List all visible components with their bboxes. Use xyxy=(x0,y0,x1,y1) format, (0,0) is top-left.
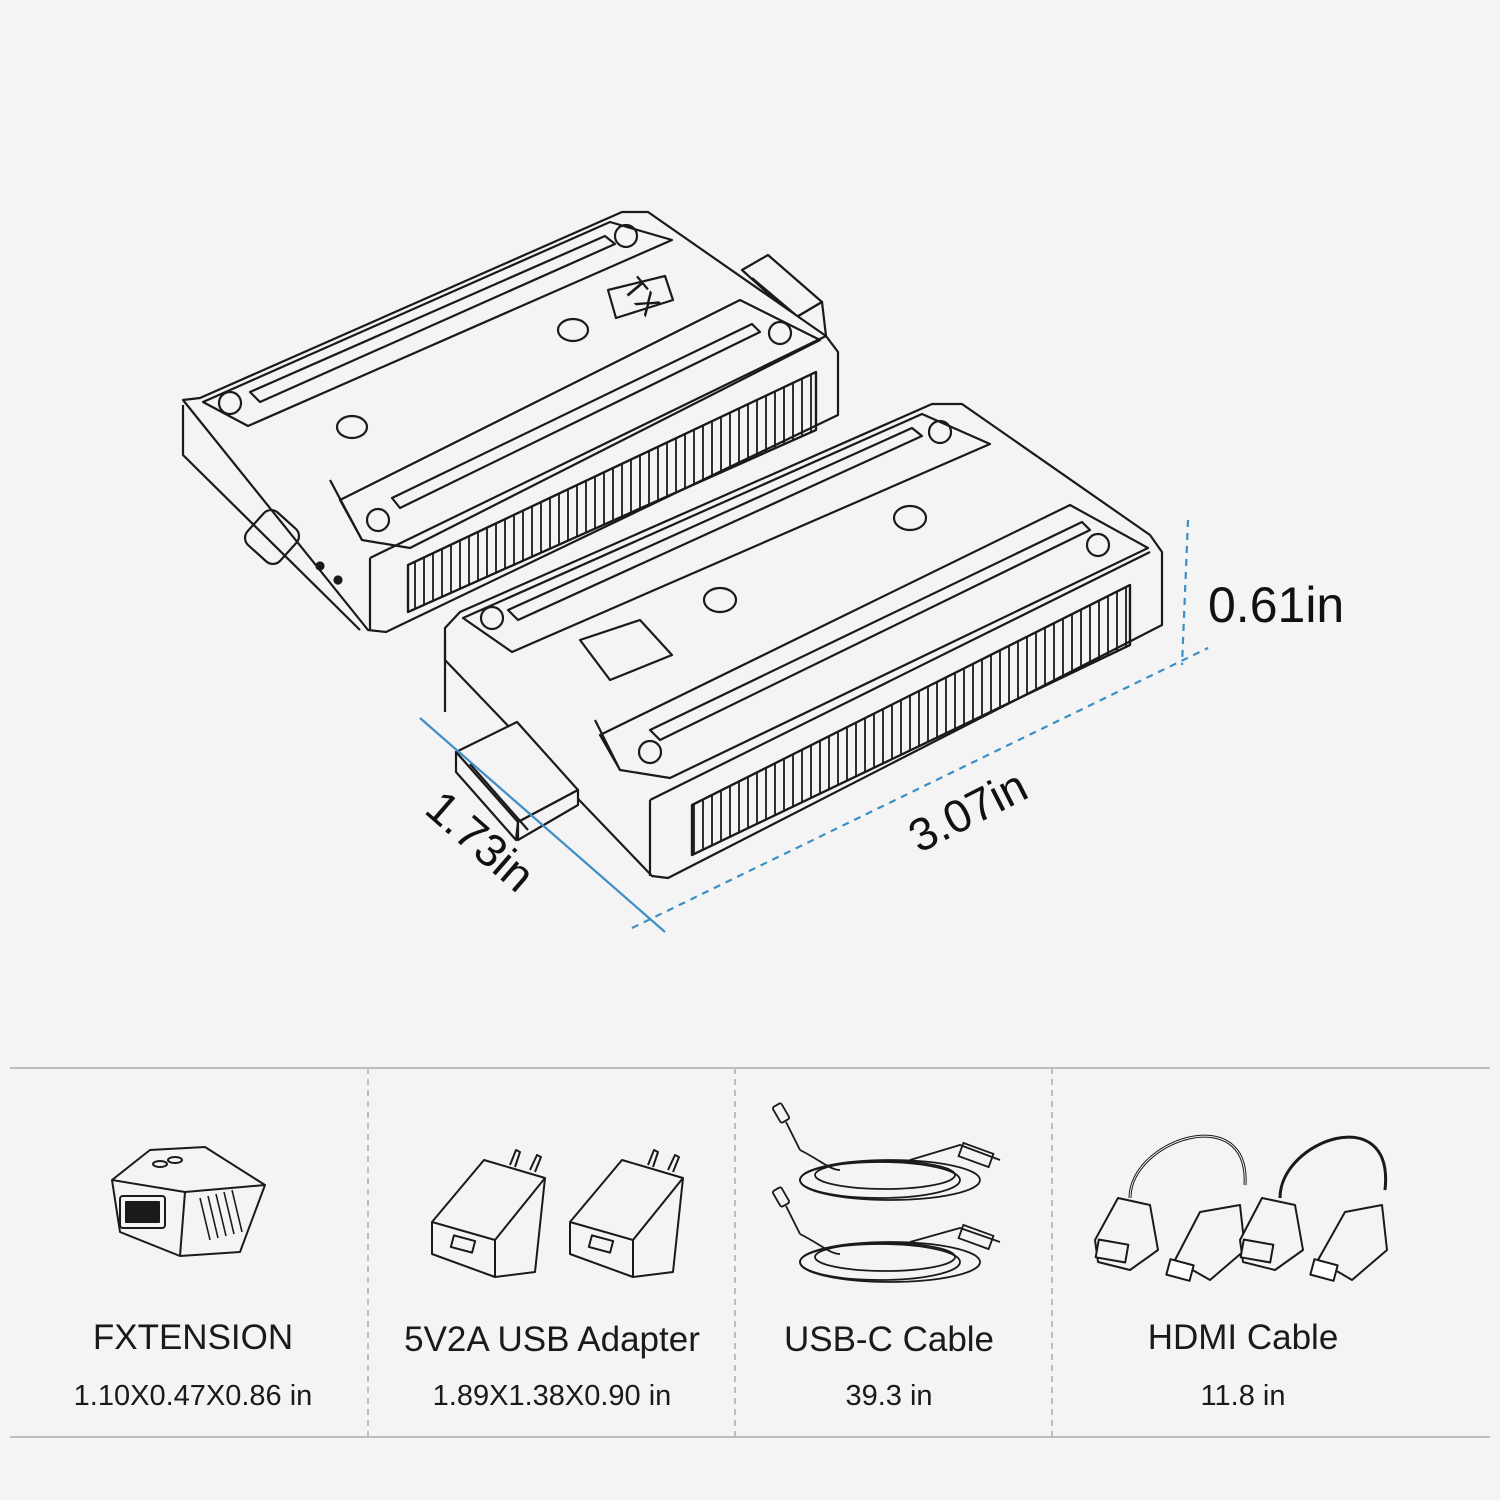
accessory-size-usb-c-cable: 39.3 in xyxy=(845,1380,933,1412)
accessory-name-usb-c-cable: USB-C Cable xyxy=(783,1320,995,1359)
usb-c-cable-icon xyxy=(772,1102,1001,1283)
rx-side-vents xyxy=(690,583,1132,857)
height-dimension-label: 0.61in xyxy=(1208,577,1344,633)
usb-adapter-1 xyxy=(431,1149,546,1278)
accessory-name-hdmi-cable: HDMI Cable xyxy=(1147,1318,1339,1357)
usb-adapter-2 xyxy=(569,1149,684,1278)
accessory-panel-borders xyxy=(10,1067,1490,1438)
usb-power-adapter-icon xyxy=(431,1149,684,1278)
tx-front-hdmi-port xyxy=(243,508,301,566)
accessory-name-fxtension: FXTENSION xyxy=(92,1318,294,1357)
rx-hdmi-plug xyxy=(454,720,580,842)
accessory-name-usb-adapter: 5V2A USB Adapter xyxy=(404,1320,700,1359)
hdmi-extension-adapter-icon xyxy=(111,1146,266,1257)
dimension-lines xyxy=(419,519,1209,933)
length-dimension-label: 3.07in xyxy=(900,759,1035,862)
accessory-size-fxtension: 1.10X0.47X0.86 in xyxy=(73,1380,313,1412)
tx-transmitter-unit: TX xyxy=(181,210,840,634)
hdmi-cable-icon xyxy=(1094,1134,1388,1282)
tx-side-vents xyxy=(406,370,818,614)
accessory-size-usb-adapter: 1.89X1.38X0.90 in xyxy=(432,1380,672,1412)
rx-receiver-unit xyxy=(443,402,1164,880)
accessory-size-hdmi-cable: 11.8 in xyxy=(1200,1380,1286,1412)
